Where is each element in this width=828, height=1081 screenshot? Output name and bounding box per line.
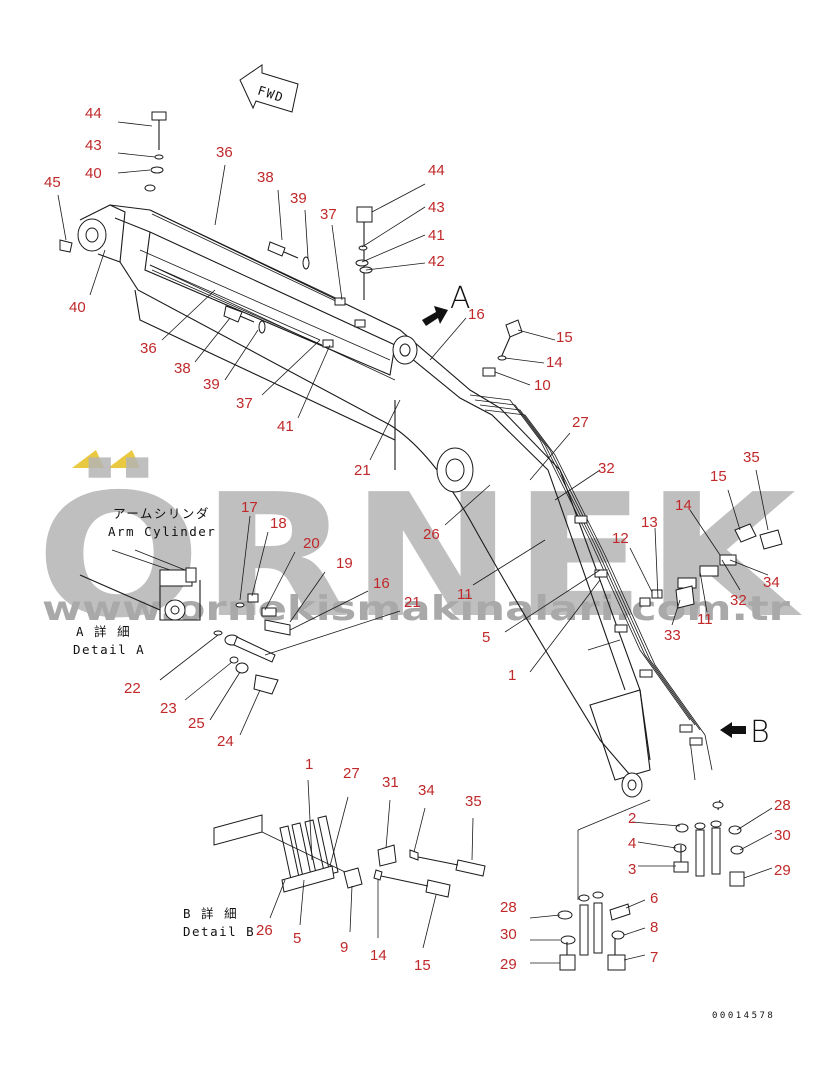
callout-c15a: 15 bbox=[556, 329, 573, 346]
callout-c15c: 15 bbox=[414, 957, 431, 974]
leader-lines bbox=[57, 121, 773, 964]
callout-c40a: 40 bbox=[85, 165, 102, 182]
arm-cylinder-en: Arm Cylinder bbox=[108, 524, 216, 539]
callout-c30a: 30 bbox=[774, 827, 791, 844]
watermark: ÖRNEK www.ornekismakinalari.com.tr bbox=[36, 450, 802, 656]
callout-c22: 22 bbox=[124, 680, 141, 697]
callout-c26b: 26 bbox=[256, 922, 273, 939]
callout-c23: 23 bbox=[160, 700, 177, 717]
callout-c15b: 15 bbox=[710, 468, 727, 485]
callout-c24: 24 bbox=[217, 733, 234, 750]
callout-c18: 18 bbox=[270, 515, 287, 532]
callout-c7: 7 bbox=[650, 949, 658, 966]
callout-c44a: 44 bbox=[85, 105, 102, 122]
detail-a-jp: A 詳 細 bbox=[76, 624, 131, 639]
detail-b-group bbox=[213, 814, 486, 898]
callout-c37a: 37 bbox=[320, 206, 337, 223]
callout-c45: 45 bbox=[44, 174, 61, 191]
callout-c19: 19 bbox=[336, 555, 353, 572]
callout-c34a: 34 bbox=[763, 574, 780, 591]
callout-c35b: 35 bbox=[465, 793, 482, 810]
arm-cylinder-jp: アームシリンダ bbox=[113, 506, 210, 521]
callout-c12: 12 bbox=[612, 530, 629, 547]
callout-c1b: 1 bbox=[305, 756, 313, 773]
callout-c32a: 32 bbox=[598, 460, 615, 477]
callout-c29a: 29 bbox=[774, 862, 791, 879]
callout-c8: 8 bbox=[650, 919, 658, 936]
callout-c40b: 40 bbox=[69, 299, 86, 316]
callout-c21b: 21 bbox=[404, 594, 421, 611]
detail-b-en: Detail B bbox=[183, 924, 255, 939]
callout-c36b: 36 bbox=[140, 340, 157, 357]
callout-c31: 31 bbox=[382, 774, 399, 791]
callout-c1a: 1 bbox=[508, 667, 516, 684]
watermark-brand: ÖRNEK bbox=[36, 457, 802, 656]
callout-c14c: 14 bbox=[370, 947, 387, 964]
view-marker-b: B bbox=[750, 715, 770, 750]
upper-hardware bbox=[59, 111, 523, 377]
callout-c14a: 14 bbox=[546, 354, 563, 371]
callout-c9: 9 bbox=[340, 939, 348, 956]
detail-a-en: Detail A bbox=[73, 642, 145, 657]
callout-c35a: 35 bbox=[743, 449, 760, 466]
callout-c17: 17 bbox=[241, 499, 258, 516]
callout-c28a: 28 bbox=[774, 797, 791, 814]
callout-c29b: 29 bbox=[500, 956, 517, 973]
callout-c14b: 14 bbox=[675, 497, 692, 514]
callout-c30b: 30 bbox=[500, 926, 517, 943]
view-marker-a: A bbox=[450, 281, 471, 316]
callout-c34b: 34 bbox=[418, 782, 435, 799]
callout-c36a: 36 bbox=[216, 144, 233, 161]
callout-c39b: 39 bbox=[203, 376, 220, 393]
callout-c4: 4 bbox=[628, 835, 636, 852]
callout-c3: 3 bbox=[628, 861, 636, 878]
callout-c38a: 38 bbox=[257, 169, 274, 186]
callout-c25: 25 bbox=[188, 715, 205, 732]
callout-c11b: 11 bbox=[697, 611, 713, 628]
right-detail-group bbox=[557, 523, 783, 971]
drawing-code: 00014578 bbox=[712, 1011, 775, 1021]
view-arrow-b: B bbox=[720, 715, 770, 750]
callout-c33: 33 bbox=[664, 627, 681, 644]
callout-c5b: 5 bbox=[293, 930, 301, 947]
callout-c41b: 41 bbox=[277, 418, 294, 435]
callout-c37b: 37 bbox=[236, 395, 253, 412]
watermark-accent-right bbox=[108, 450, 140, 468]
fwd-arrow: FWD bbox=[239, 64, 299, 113]
callout-c13: 13 bbox=[641, 514, 658, 531]
callout-c10: 10 bbox=[534, 377, 551, 394]
callout-c43b: 43 bbox=[428, 199, 445, 216]
callout-c32b: 32 bbox=[730, 592, 747, 609]
callout-c43a: 43 bbox=[85, 137, 102, 154]
callout-c6: 6 bbox=[650, 890, 658, 907]
callout-c41a: 41 bbox=[428, 227, 445, 244]
callout-c42: 42 bbox=[428, 253, 445, 270]
callout-c16b: 16 bbox=[373, 575, 390, 592]
callout-c28b: 28 bbox=[500, 899, 517, 916]
callout-c27b: 27 bbox=[343, 765, 360, 782]
watermark-accent-left bbox=[72, 450, 104, 468]
callout-c11a: 11 bbox=[457, 586, 473, 603]
callout-c27a: 27 bbox=[572, 414, 589, 431]
callout-c20: 20 bbox=[303, 535, 320, 552]
detail-b-jp: B 詳 細 bbox=[183, 906, 238, 921]
callout-c5a: 5 bbox=[482, 629, 490, 646]
callout-labels: 44 43 40 45 40 36 38 39 37 44 43 41 42 1… bbox=[44, 105, 791, 974]
arm-structure bbox=[77, 204, 713, 798]
callout-c26a: 26 bbox=[423, 526, 440, 543]
view-arrow-a: A bbox=[422, 281, 471, 326]
captions: アームシリンダ Arm Cylinder A 詳 細 Detail A B 詳 … bbox=[73, 506, 775, 1021]
callout-c21a: 21 bbox=[354, 462, 371, 479]
callout-c2: 2 bbox=[628, 810, 636, 827]
callout-c39a: 39 bbox=[290, 190, 307, 207]
callout-c44b: 44 bbox=[428, 162, 445, 179]
callout-c16a: 16 bbox=[468, 306, 485, 323]
callout-c38b: 38 bbox=[174, 360, 191, 377]
detail-a-group bbox=[79, 549, 291, 695]
